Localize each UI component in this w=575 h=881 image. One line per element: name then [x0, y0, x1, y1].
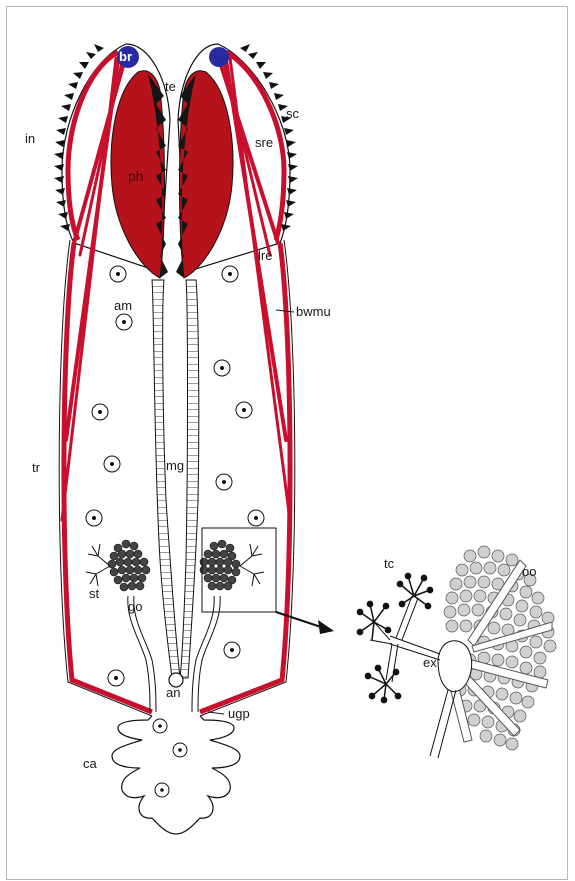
exit-sac [438, 641, 472, 692]
label-mg: mg [166, 459, 184, 472]
label-ph: ph [128, 169, 144, 183]
label-oo: oo [522, 565, 536, 578]
body-outline-right [200, 235, 291, 712]
body-outline [62, 235, 149, 712]
label-bwmu: bwmu [296, 305, 331, 318]
label-sc: sc [286, 107, 299, 120]
label-te: te [165, 80, 176, 93]
zoom-arrow-head [318, 620, 334, 634]
label-st: st [89, 587, 99, 600]
label-sre: sre [255, 136, 273, 149]
exit-duct [430, 690, 456, 758]
label-am: am [114, 299, 132, 312]
label-ugp: ugp [228, 707, 250, 720]
label-br: br [119, 50, 132, 63]
midgut-left [152, 280, 180, 678]
label-an: an [166, 686, 180, 699]
label-ca: ca [83, 757, 97, 770]
brain-right [209, 47, 229, 67]
label-tr: tr [32, 461, 40, 474]
caudal-appendage [112, 716, 240, 834]
leader-ugp [208, 712, 224, 714]
label-ex: ex [423, 656, 437, 669]
label-go: go [128, 600, 142, 613]
midgut-right [180, 280, 199, 678]
label-tc: tc [384, 557, 394, 570]
label-in: in [25, 132, 35, 145]
label-lre: lre [258, 249, 272, 262]
